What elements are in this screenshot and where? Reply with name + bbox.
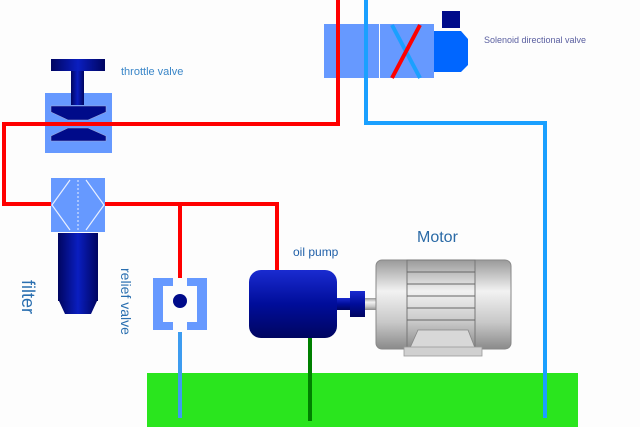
solenoid-valve-icon	[324, 11, 468, 79]
throttle-valve-label: throttle valve	[121, 66, 184, 78]
filter-icon	[51, 178, 105, 314]
throttle-valve-icon	[45, 59, 112, 153]
solenoid-valve-label: Solenoid directional valve	[484, 35, 587, 45]
oil-pump-label: oil pump	[293, 245, 339, 259]
motor-icon	[375, 259, 512, 357]
oil-pump-icon	[249, 270, 378, 338]
relief-valve-label: relief valve	[118, 268, 134, 335]
motor-label: Motor	[417, 229, 458, 246]
filter-label: filter	[18, 280, 38, 315]
relief-valve-icon	[153, 278, 207, 330]
tank-icon	[147, 373, 578, 427]
